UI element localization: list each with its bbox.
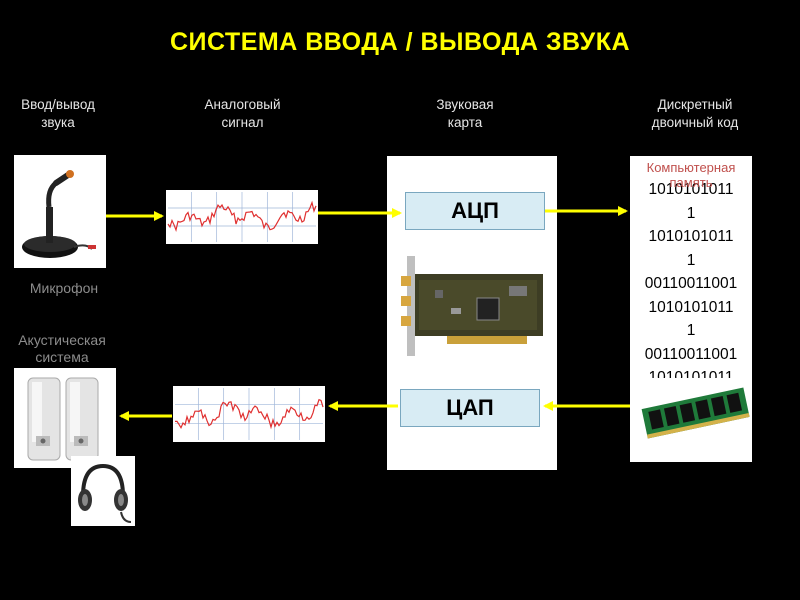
analog-wave-input xyxy=(167,192,317,242)
memory-module-icon xyxy=(641,387,750,439)
analog-wave-output xyxy=(175,388,324,440)
binary-line: 1 xyxy=(686,322,696,339)
header-io-line2: звука xyxy=(41,115,75,130)
speakers-label: Акустическая система xyxy=(8,332,116,366)
binary-line: 1 xyxy=(686,204,696,222)
microphone-card xyxy=(14,155,106,268)
header-digital-line2: двоичный код xyxy=(651,115,739,130)
speakers-card xyxy=(14,368,116,468)
header-card-line2: карта xyxy=(447,115,483,130)
sound-card-icon xyxy=(401,256,543,356)
headphones-icon xyxy=(78,463,132,523)
binary-line: 1010101011 xyxy=(648,369,734,378)
header-analog: Аналоговый сигнал xyxy=(185,96,300,132)
header-analog-line2: сигнал xyxy=(221,115,264,130)
header-card: Звуковая карта xyxy=(410,96,520,132)
binary-line: 1010101011 xyxy=(648,228,734,245)
page-title: СИСТЕМА ВВОДА / ВЫВОДА ЗВУКА xyxy=(169,28,631,56)
binary-line: 00110011001 xyxy=(644,345,738,363)
binary-line: 00110011001 xyxy=(644,275,738,292)
binary-line: 1010101011 xyxy=(648,298,734,316)
microphone-icon xyxy=(22,170,96,258)
binary-code-list: 1010101011 1 1010101011 1 00110011001 1010101… xyxy=(630,178,752,378)
adc-box: АЦП xyxy=(405,192,545,230)
speakers-label-line2: система xyxy=(35,349,89,365)
header-digital: Дискретный двоичный код xyxy=(625,96,765,132)
memory-title: Компьютерная память xyxy=(630,160,752,190)
headphones-card xyxy=(71,456,135,526)
binary-line: 1010101011 xyxy=(648,181,734,198)
speakers-icon xyxy=(27,377,99,461)
header-digital-line1: Дискретный xyxy=(657,97,733,112)
microphone-label: Микрофон xyxy=(29,280,99,296)
header-card-line1: Звуковая xyxy=(436,97,494,112)
memory-title-line2: память xyxy=(669,175,713,190)
memory-title-line1: Компьютерная xyxy=(646,160,736,175)
analog-signal-input xyxy=(166,190,318,244)
header-analog-line1: Аналоговый xyxy=(204,97,281,112)
binary-line: 1 xyxy=(686,251,696,269)
analog-signal-output xyxy=(173,386,325,442)
dac-box: ЦАП xyxy=(400,389,540,427)
header-io: Ввод/вывод звука xyxy=(8,96,108,132)
speakers-label-line1: Акустическая xyxy=(18,332,106,348)
header-io-line1: Ввод/вывод xyxy=(21,97,95,112)
